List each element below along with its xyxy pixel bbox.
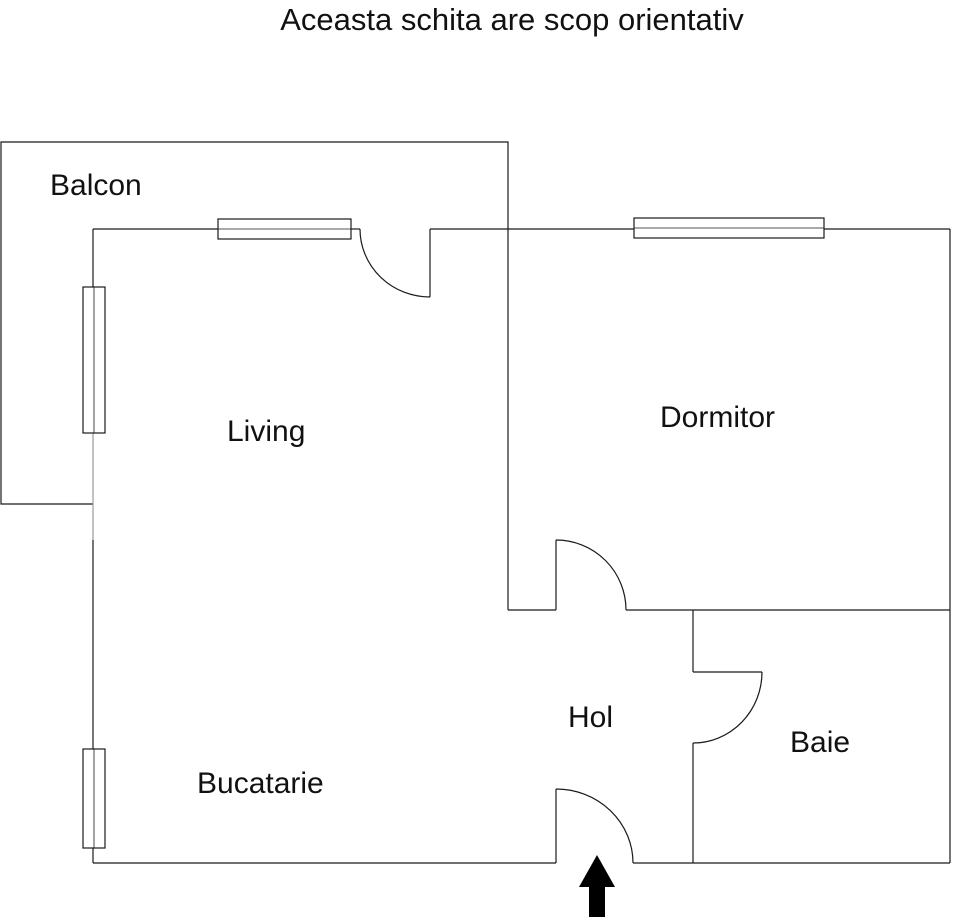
- door-balcon: [359, 228, 431, 298]
- window-bucatarie-left: [82, 748, 106, 849]
- door-dormitor: [555, 539, 627, 611]
- interior-walls: [507, 229, 950, 863]
- room-label-hol: Hol: [568, 701, 613, 734]
- balcony-outline: [0, 141, 509, 505]
- entrance-arrow-icon: [579, 855, 615, 917]
- window-dormitor-top: [633, 217, 825, 239]
- door-entrance: [555, 788, 634, 864]
- window-living-left: [82, 286, 106, 434]
- plan-title: Aceasta schita are scop orientativ: [280, 2, 744, 37]
- exterior-walls: [92, 228, 951, 864]
- room-label-baie: Baie: [790, 726, 850, 759]
- window-living-top: [217, 218, 352, 240]
- room-label-balcon: Balcon: [50, 169, 142, 202]
- door-baie: [692, 671, 763, 744]
- room-label-living: Living: [227, 415, 305, 448]
- room-label-bucatarie: Bucatarie: [197, 767, 324, 800]
- room-label-dormitor: Dormitor: [660, 401, 775, 434]
